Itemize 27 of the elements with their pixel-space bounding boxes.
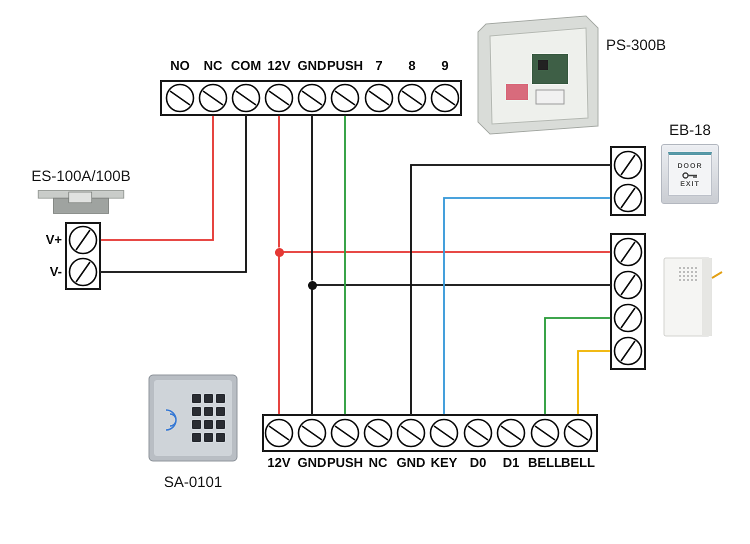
terminal-label: KEY: [430, 454, 458, 472]
model-caption: EB-18: [669, 122, 711, 139]
terminal-label: V+: [46, 231, 62, 249]
terminal-label: GND: [298, 454, 326, 472]
terminal-label: 12V: [267, 57, 291, 75]
model-caption: ES-100A/100B: [31, 168, 131, 185]
terminal-label: 12V: [267, 454, 291, 472]
terminal-label: NC: [204, 57, 222, 75]
terminal-label: NO: [170, 57, 190, 75]
terminal-label: 9: [441, 57, 449, 75]
junction-dot: [308, 280, 316, 290]
terminal-label: BELL: [528, 454, 562, 472]
junction-dot: [274, 248, 284, 256]
terminal-label: GND: [298, 57, 326, 75]
model-caption: SA-0101: [164, 474, 222, 491]
terminal-label: COM: [230, 57, 262, 75]
terminal-label: NC: [368, 454, 388, 472]
terminal-label: PUSH: [326, 454, 364, 472]
terminal-label: D1: [502, 454, 520, 472]
terminal-label: V-: [50, 263, 62, 281]
terminal-label: PUSH: [326, 57, 364, 75]
terminal-label: GND: [396, 454, 426, 472]
terminal-label: 7: [375, 57, 383, 75]
terminal-label: D0: [470, 454, 486, 472]
terminal-label: 8: [408, 57, 416, 75]
terminal-label: BELL: [561, 454, 595, 472]
model-caption: PS-300B: [606, 36, 666, 54]
